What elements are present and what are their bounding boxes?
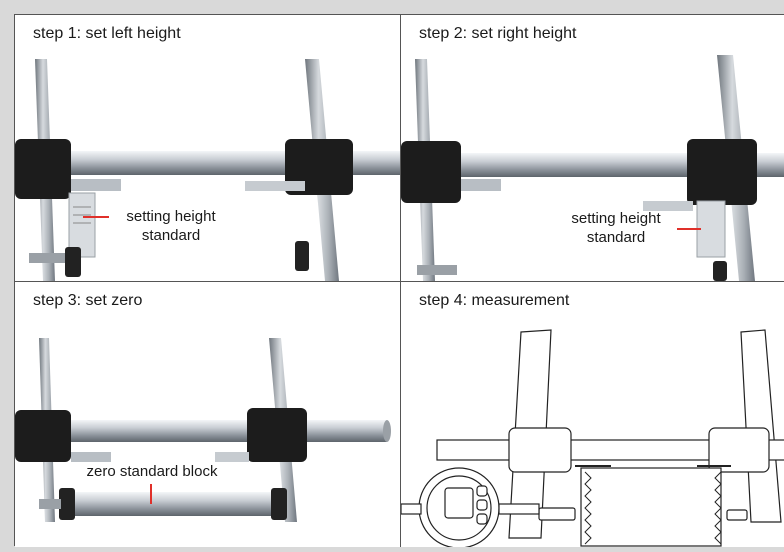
panel-step-3: step 3: set zero zero standard block [15,282,400,547]
callout-text-line2: standard [141,227,201,244]
callout-text-line1: setting height [571,210,661,227]
panel-step-1: step 1: set left height setting height s… [15,15,400,281]
step1-photo [15,59,400,281]
instruction-figure: step 1: set left height setting height s… [14,14,784,547]
panel-divider-horizontal [15,281,784,282]
callout-text-line2: standard [586,229,646,246]
panel-step-4: step 4: measurement [401,282,784,547]
step-title: step 2: set right height [419,25,577,42]
callout-label: setting height standard [555,209,677,247]
callout-label: setting height standard [111,207,231,245]
step-title: step 1: set left height [33,25,181,42]
step-title: step 4: measurement [419,292,570,309]
callout-text-line1: setting height [126,208,216,225]
step2-photo [401,55,784,281]
step-title: step 3: set zero [33,292,143,309]
panel-step-2: step 2: set right height setting height … [401,15,784,281]
step3-photo [15,338,391,522]
callout-label: zero standard block [86,463,218,480]
step4-diagram [401,329,784,547]
